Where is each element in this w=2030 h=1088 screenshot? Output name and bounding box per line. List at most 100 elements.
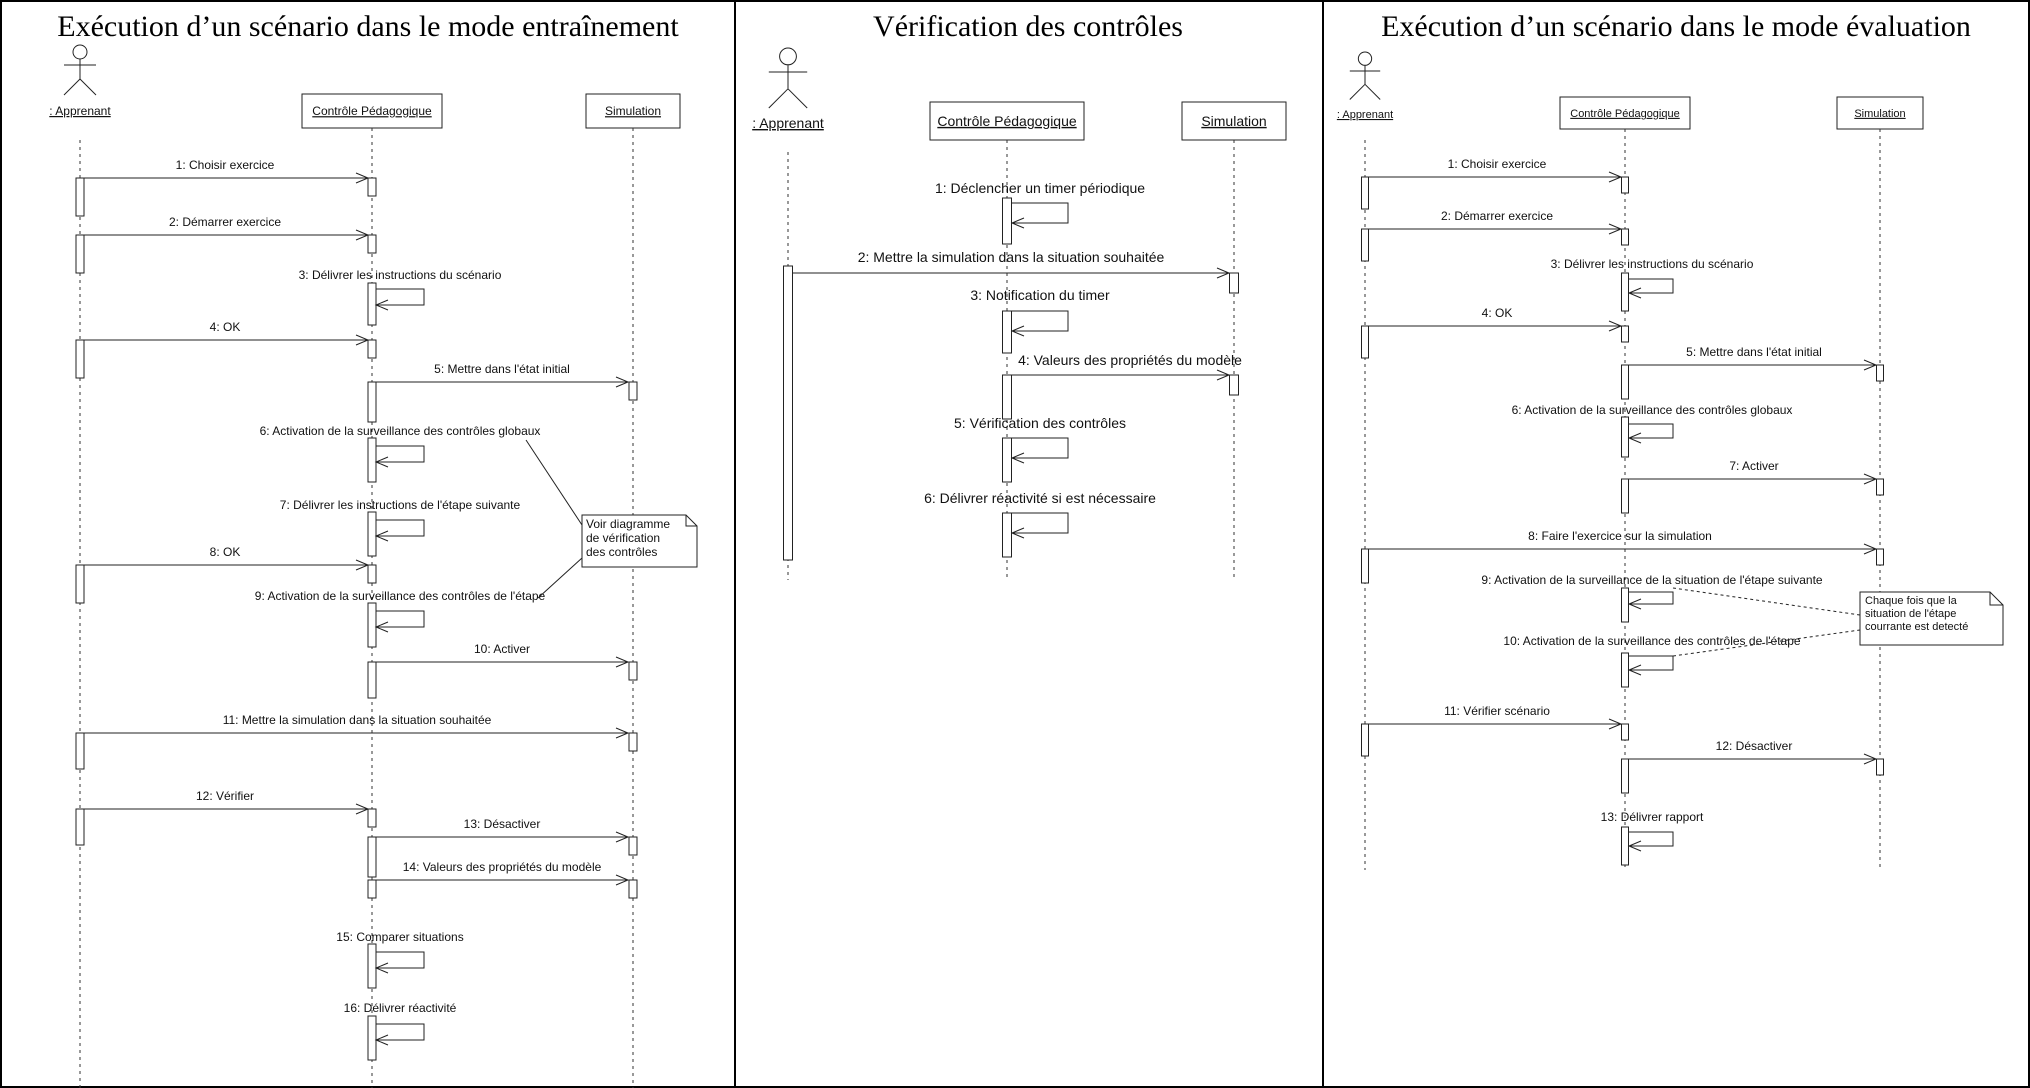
message-label: 2: Mettre la simulation dans la situatio… [858,249,1165,265]
activation-bar [1621,416,1629,458]
note-text: courrante est detecté [1865,621,1968,633]
self-message-line [1629,278,1674,294]
actor-head [72,44,88,60]
activation-bar [75,564,85,604]
self-message-line [376,610,425,628]
object-simulation-box [1181,101,1287,141]
panel-title: Vérification des contrôles [873,10,1183,43]
actor-leg [79,78,97,96]
activation-bar [1002,512,1012,558]
activation-bar [1361,723,1369,757]
message-label: 3: Notification du timer [970,287,1110,303]
message-label: 11: Vérifier scénario [1444,704,1550,718]
message-label: 8: OK [210,545,241,559]
activation-bar [75,339,85,379]
message-label: 14: Valeurs des propriétés du modèle [403,860,602,874]
arrow-head [374,456,389,468]
note-connector [537,557,583,599]
activation-bar [1002,197,1012,245]
panel-title: Exécution d’un scénario dans le mode ent… [57,10,679,43]
activation-bar [1361,325,1369,359]
actor-leg [787,88,808,109]
message-label: 9: Activation de la surveillance des con… [255,589,546,603]
self-message-line [376,951,425,969]
activation-bar [1621,587,1629,623]
note-text: Chaque fois que la [1865,595,1958,607]
message-label: 12: Vérifier [196,789,254,803]
activation-bar [783,265,793,561]
activation-bar [1621,478,1629,514]
note-text: situation de l'étape [1865,608,1956,620]
activation-bar [367,339,377,359]
panel-training-mode: Exécution d’un scénario dans le mode ent… [49,10,698,1088]
message-label: 6: Activation de la surveillance des con… [1512,403,1793,417]
self-message-line [1629,655,1674,671]
self-message-line [1629,591,1674,605]
message-label: 7: Activer [1729,459,1778,473]
arrow-head [615,874,630,886]
activation-bar [367,943,377,989]
arrow-head [374,299,389,311]
activation-bar [367,602,377,648]
actor-leg [768,88,789,109]
message-label: 1: Choisir exercice [1448,157,1547,171]
object-controle-label: Contrôle Pédagogique [1570,108,1679,120]
activation-bar [628,661,638,681]
object-simulation-box [1836,96,1924,130]
message-label: 9: Activation de la surveillance de la s… [1481,573,1823,587]
message-label: 1: Choisir exercice [176,158,275,172]
activation-bar [1621,652,1629,688]
message-label: 1: Déclencher un timer périodique [935,180,1145,196]
message-label: 2: Démarrer exercice [1441,209,1553,223]
panel-title: Exécution d’un scénario dans le mode éva… [1381,10,1971,43]
self-message-line [376,519,425,537]
arrow-head [1627,598,1642,610]
message-label: 8: Faire l'exercice sur la simulation [1528,529,1712,543]
object-controle-box [1559,96,1691,130]
activation-bar [1621,364,1629,400]
message-label: 16: Délivrer réactivité [344,1001,457,1015]
message-label: 10: Activation de la surveillance des co… [1503,634,1800,648]
arrow-head [1010,527,1025,539]
activation-bar [1876,478,1884,496]
activation-bar [367,177,377,197]
self-message-line [376,288,425,306]
object-simulation-label: Simulation [605,104,661,118]
message-label: 13: Désactiver [464,817,541,831]
arrow-head [615,727,630,739]
note-box [1859,591,2004,646]
message-label: 13: Délivrer rapport [1601,810,1704,824]
message-label: 15: Comparer situations [336,930,463,944]
activation-bar [1621,826,1629,866]
self-message-line [1629,423,1674,439]
arrow-head [1627,840,1642,852]
object-simulation-label: Simulation [1201,113,1266,129]
actor-leg [63,78,81,96]
note-text: des contrôles [586,545,657,559]
note-text: de vérification [586,531,660,545]
arrow-head [1627,664,1642,676]
activation-bar [1361,176,1369,210]
object-controle-label: Contrôle Pédagogique [312,104,432,118]
actor-leg [1364,83,1381,100]
note-connector [1672,587,1861,616]
actor-head [1357,51,1373,66]
activation-bar [75,808,85,846]
self-message-line [1012,512,1069,534]
self-message-line [1629,831,1674,847]
arrow-head [374,1034,389,1046]
message-label: 5: Mettre dans l'état initial [434,362,570,376]
message-label: 4: OK [210,320,241,334]
message-label: 5: Vérification des contrôles [954,415,1126,431]
note-fold [685,515,697,527]
arrow-head [374,962,389,974]
activation-bar [75,177,85,217]
activation-bar [367,437,377,483]
message-label: 6: Délivrer réactivité si est nécessaire [924,490,1156,506]
activation-bar [1229,374,1239,396]
activation-bar [75,234,85,274]
activation-bar [1621,758,1629,794]
note-connector [525,439,583,526]
actor-label: : Apprenant [752,115,824,131]
activation-bar [1621,228,1629,246]
